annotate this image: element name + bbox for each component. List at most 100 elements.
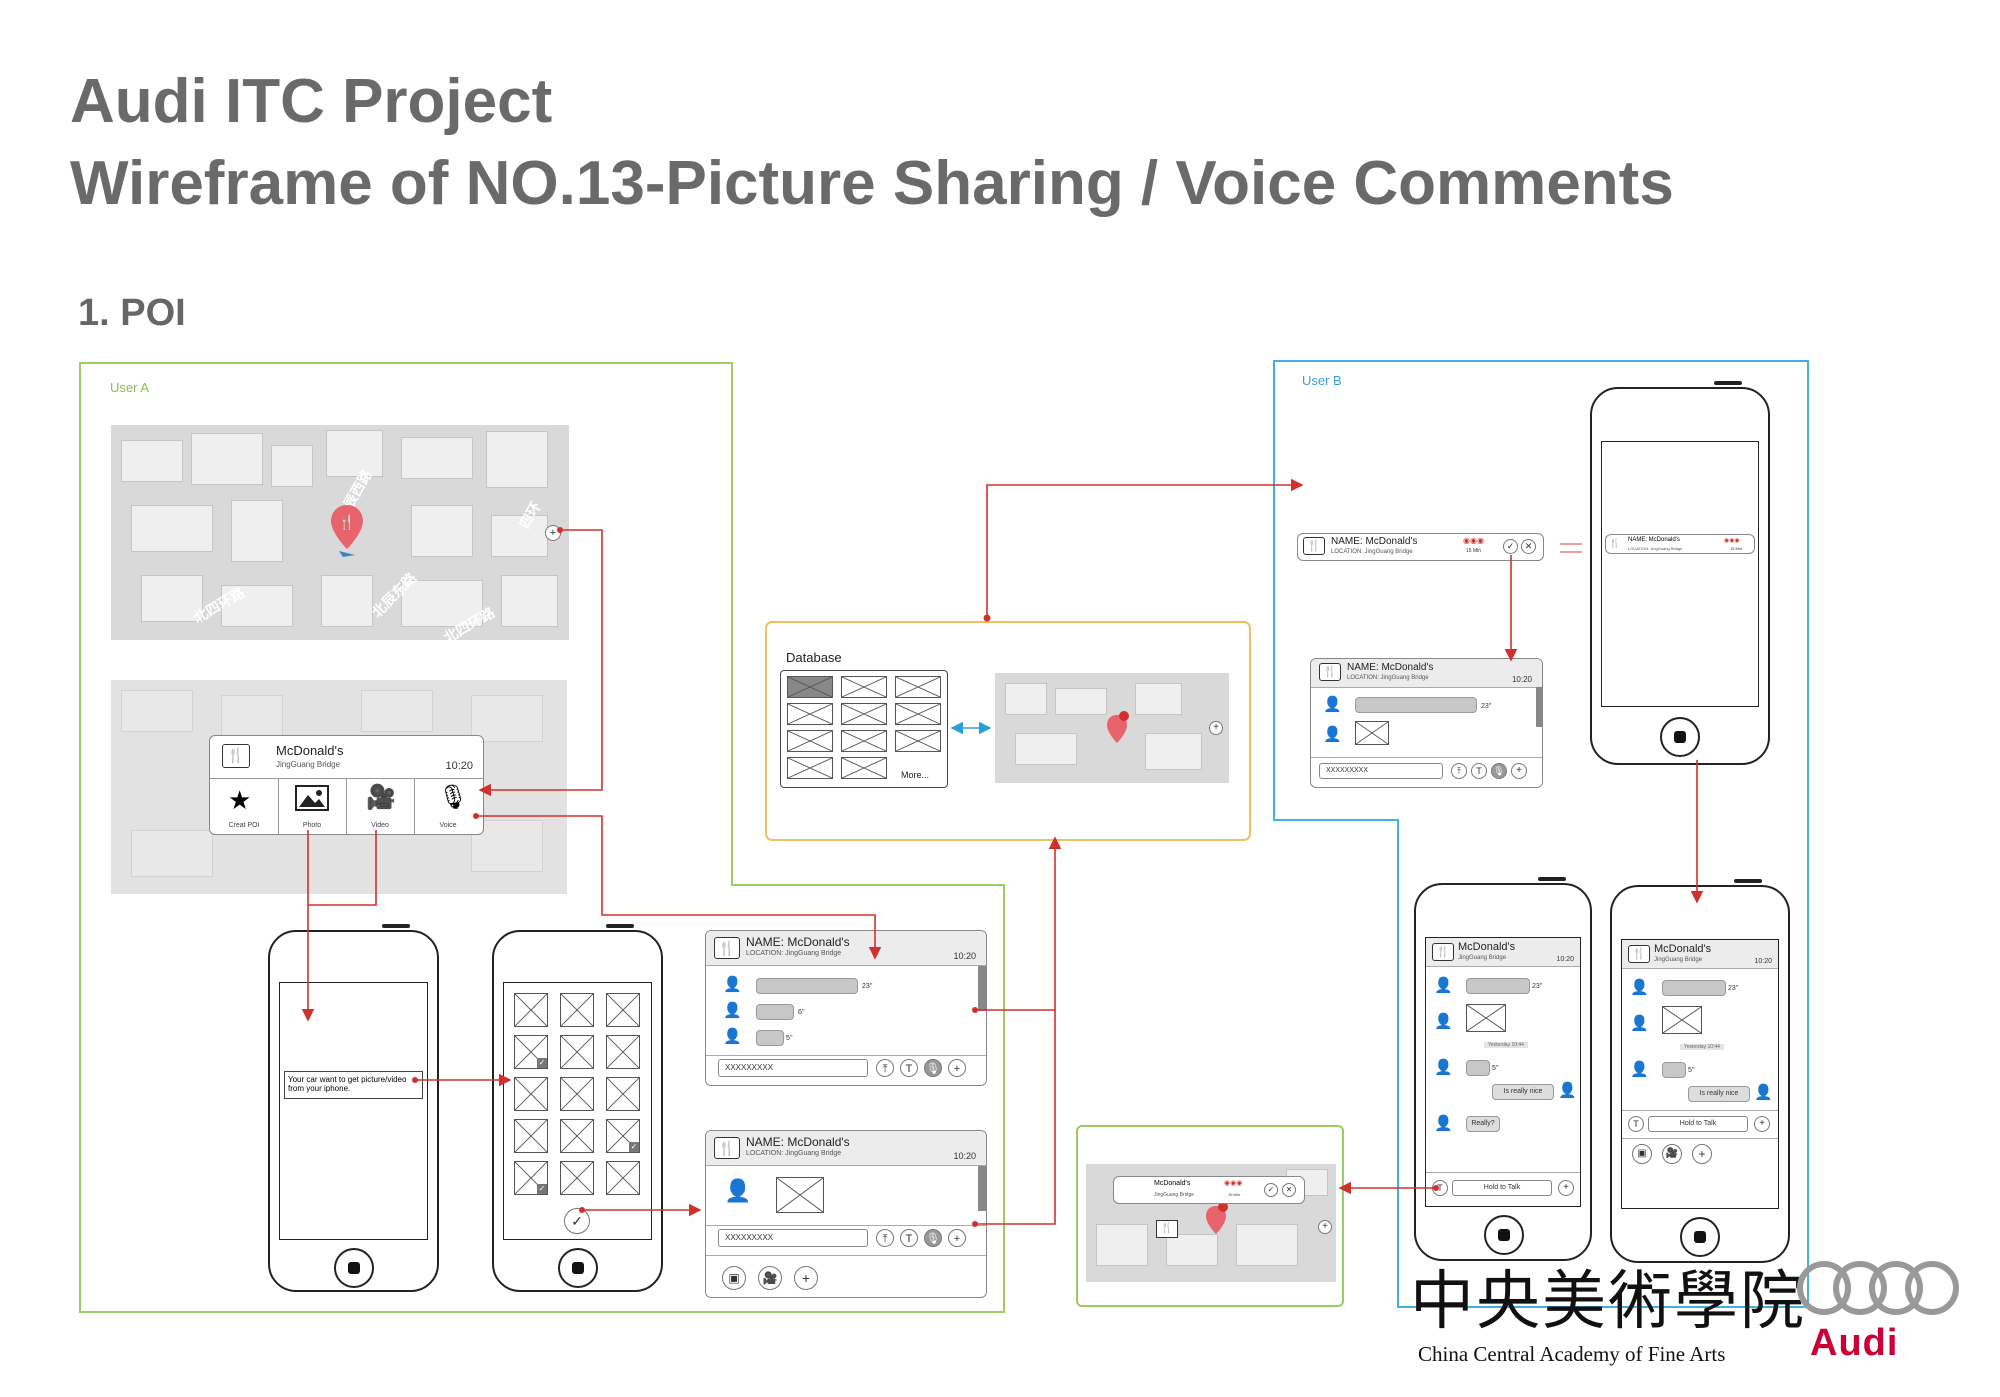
gallery-thumbnail[interactable]	[560, 993, 594, 1027]
text-button[interactable]: T	[1432, 1180, 1448, 1196]
poi-pin-icon[interactable]	[1204, 1202, 1228, 1236]
user-b-chat-card[interactable]: 🍴 NAME: McDonald's LOCATION: JingGuang B…	[1310, 658, 1543, 788]
voice-bubble[interactable]	[1355, 697, 1477, 713]
database-map[interactable]: +	[995, 673, 1229, 783]
database-thumbnail[interactable]	[787, 676, 833, 698]
add-button[interactable]: +	[794, 1266, 818, 1290]
voice-bubble[interactable]	[756, 1004, 794, 1020]
hold-to-talk-button[interactable]: Hold to Talk	[1452, 1180, 1552, 1196]
gallery-thumbnail[interactable]	[514, 993, 548, 1027]
gallery-thumbnail[interactable]	[606, 1077, 640, 1111]
database-thumbnail[interactable]	[895, 676, 941, 698]
gallery-thumbnail[interactable]: ✓	[514, 1035, 548, 1069]
gallery-thumbnail[interactable]: ✓	[514, 1161, 548, 1195]
poi-pin-icon[interactable]: 🍴	[329, 503, 365, 557]
message-input[interactable]: XXXXXXXXX	[718, 1059, 868, 1077]
gallery-thumbnail[interactable]	[560, 1119, 594, 1153]
message-input[interactable]: XXXXXXXXX	[718, 1229, 868, 1247]
confirm-check-button[interactable]: ✓	[564, 1208, 590, 1234]
voice-bubble[interactable]	[1466, 1060, 1490, 1076]
voice-chat-card[interactable]: 🍴 NAME: McDonald's LOCATION: JingGuang B…	[705, 930, 987, 1086]
database-thumbnail[interactable]	[787, 703, 833, 725]
photo-icon[interactable]: ▣	[722, 1266, 746, 1290]
gallery-thumbnail[interactable]	[560, 1077, 594, 1111]
scrollbar[interactable]	[1536, 687, 1542, 727]
photo-thumbnail[interactable]	[1355, 721, 1389, 745]
video-camera-icon[interactable]: 🎥	[1662, 1144, 1682, 1164]
text-button[interactable]: T	[900, 1059, 918, 1077]
add-button[interactable]: +	[1511, 763, 1527, 779]
mic-button[interactable]: 🎙	[924, 1229, 942, 1247]
voice-button[interactable]: 🎙 Voice	[438, 784, 469, 829]
database-thumbnail[interactable]	[787, 757, 833, 779]
voice-bubble[interactable]	[756, 978, 858, 994]
gallery-thumbnail[interactable]	[514, 1077, 548, 1111]
home-button[interactable]	[1484, 1215, 1524, 1255]
accept-button[interactable]: ✓	[1503, 539, 1518, 554]
add-button[interactable]: +	[1558, 1180, 1574, 1196]
database-thumbnail[interactable]	[841, 676, 887, 698]
database-thumbnail[interactable]	[787, 730, 833, 752]
hold-to-talk-button[interactable]: Hold to Talk	[1648, 1116, 1748, 1132]
audi-rings-logo	[1797, 1261, 1959, 1315]
gallery-thumbnail[interactable]	[606, 1161, 640, 1195]
car-notification[interactable]: McDonald's JingGuang Bridge ◉◉◉ 15 Min ✓…	[1113, 1176, 1305, 1204]
dismiss-button[interactable]: ✕	[1282, 1183, 1296, 1197]
home-button[interactable]	[334, 1248, 374, 1288]
user-a-map[interactable]: 北辰西路 北四环路 北辰东路 北四环路 四环 🍴 +	[111, 425, 569, 640]
chat-name: NAME: McDonald's	[746, 1135, 850, 1149]
database-thumbnail[interactable]	[895, 703, 941, 725]
photo-thumbnail[interactable]	[1466, 1004, 1506, 1032]
upload-button[interactable]: ⤒	[876, 1059, 894, 1077]
database-thumbnail[interactable]	[895, 730, 941, 752]
message-input[interactable]: XXXXXXXXX	[1319, 763, 1443, 779]
map-add-button[interactable]: +	[545, 525, 561, 541]
gallery-thumbnail[interactable]	[606, 1035, 640, 1069]
text-button[interactable]: T	[1628, 1116, 1644, 1132]
video-button[interactable]: 🎥 Video	[346, 779, 415, 834]
phone-notification[interactable]: 🍴 NAME: McDonald's LOCATION: JingGuang B…	[1605, 534, 1755, 554]
add-button[interactable]: +	[948, 1059, 966, 1077]
add-button[interactable]: +	[1754, 1116, 1770, 1132]
add-button[interactable]: +	[1692, 1144, 1712, 1164]
video-camera-icon[interactable]: 🎥	[758, 1266, 782, 1290]
photo-thumbnail[interactable]	[776, 1177, 824, 1213]
map-add-button[interactable]: +	[1318, 1220, 1332, 1234]
gallery-thumbnail[interactable]	[560, 1035, 594, 1069]
photo-button[interactable]: Photo	[278, 779, 347, 834]
home-button[interactable]	[1680, 1217, 1720, 1257]
create-poi-button[interactable]: ★ Creat POI	[210, 779, 279, 834]
mic-button[interactable]: 🎙	[1491, 763, 1507, 779]
home-button[interactable]	[558, 1248, 598, 1288]
voice-bubble[interactable]	[1662, 1062, 1686, 1078]
gallery-thumbnail[interactable]	[606, 993, 640, 1027]
map-add-button[interactable]: +	[1209, 721, 1223, 735]
gallery-thumbnail[interactable]	[514, 1119, 548, 1153]
photo-thumbnail[interactable]	[1662, 1006, 1702, 1034]
scrollbar[interactable]	[978, 1166, 986, 1211]
more-link[interactable]: More...	[901, 770, 930, 780]
voice-bubble[interactable]	[756, 1030, 784, 1046]
text-button[interactable]: T	[1471, 763, 1487, 779]
poi-pin-icon[interactable]	[1105, 711, 1129, 745]
voice-bubble[interactable]	[1466, 978, 1530, 994]
upload-button[interactable]: ⤒	[876, 1229, 894, 1247]
photo-icon[interactable]: ▣	[1632, 1144, 1652, 1164]
dismiss-button[interactable]: ✕	[1521, 539, 1536, 554]
accept-button[interactable]: ✓	[1264, 1183, 1278, 1197]
voice-bubble[interactable]	[1662, 980, 1726, 996]
database-thumbnail[interactable]	[841, 757, 887, 779]
home-button[interactable]	[1660, 717, 1700, 757]
database-thumbnail[interactable]	[841, 703, 887, 725]
upload-button[interactable]: ⤒	[1451, 763, 1467, 779]
user-b-notification[interactable]: 🍴 NAME: McDonald's LOCATION: JingGuang B…	[1297, 533, 1544, 561]
text-button[interactable]: T	[900, 1229, 918, 1247]
scrollbar[interactable]	[978, 966, 986, 1011]
gallery-thumbnail[interactable]	[560, 1161, 594, 1195]
poi-card[interactable]: 🍴 McDonald's JingGuang Bridge 10:20 ★ Cr…	[209, 735, 484, 835]
photo-chat-card[interactable]: 🍴 NAME: McDonald's LOCATION: JingGuang B…	[705, 1130, 987, 1298]
mic-button[interactable]: 🎙	[924, 1059, 942, 1077]
gallery-thumbnail[interactable]: ✓	[606, 1119, 640, 1153]
database-thumbnail[interactable]	[841, 730, 887, 752]
add-button[interactable]: +	[948, 1229, 966, 1247]
